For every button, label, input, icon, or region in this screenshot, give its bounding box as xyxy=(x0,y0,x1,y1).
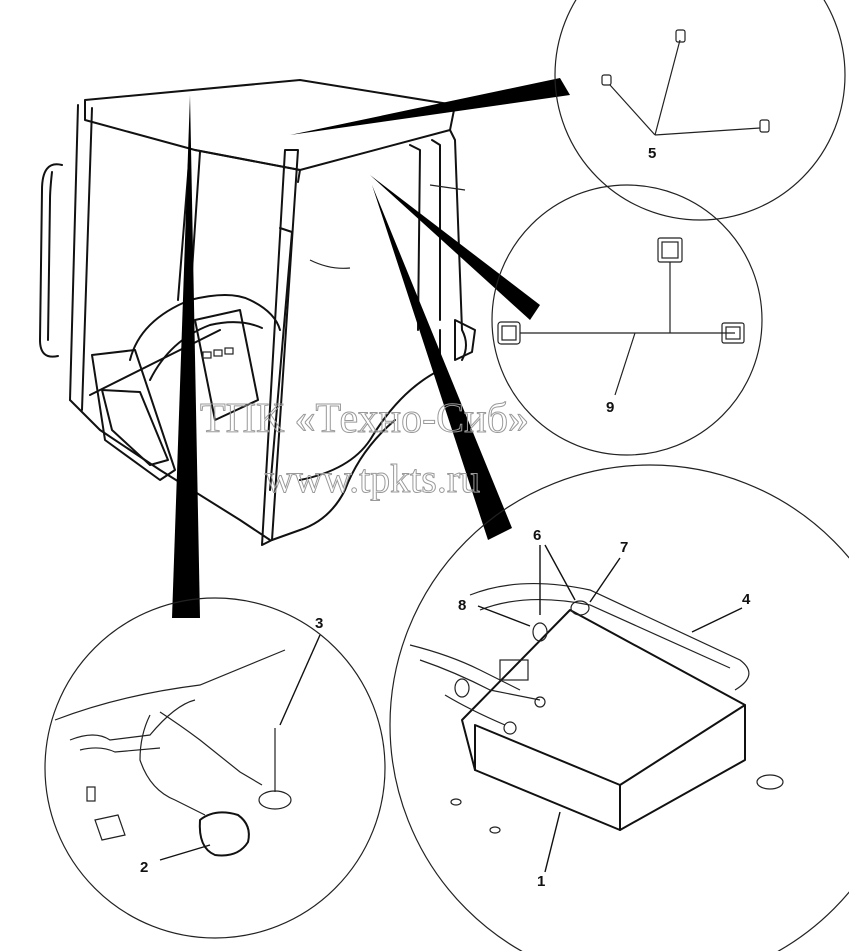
callout-6: 6 xyxy=(533,527,541,544)
pointer-wedge-detail-1 xyxy=(372,185,512,540)
callout-2: 2 xyxy=(140,859,148,876)
watermark-url: www.tpkts.ru xyxy=(265,456,480,501)
pointer-wedge-detail-2 xyxy=(172,95,200,618)
callout-1: 1 xyxy=(537,873,545,890)
antenna-terminal-b xyxy=(601,74,612,86)
callout-5: 5 xyxy=(648,145,656,162)
detail-view-9: 9 xyxy=(491,184,763,456)
antenna-base xyxy=(258,790,292,810)
boss-7 xyxy=(570,600,590,616)
operator-seat xyxy=(129,294,281,361)
detail-view-radio-unit: 6 7 8 4 1 xyxy=(389,464,849,951)
detail-circle-radio-unit xyxy=(389,464,849,951)
callout-4: 4 xyxy=(742,591,751,608)
detail-view-antenna: 3 2 xyxy=(44,597,386,939)
callout-7: 7 xyxy=(620,539,628,556)
callout-9: 9 xyxy=(606,399,614,416)
antenna-terminal-c xyxy=(759,119,770,133)
watermark-company: ТПК «Техно-Сиб» xyxy=(200,396,529,442)
callout-3: 3 xyxy=(315,615,323,632)
instrument-console xyxy=(194,309,259,421)
cab-frame xyxy=(39,79,476,546)
connector-top xyxy=(657,237,683,263)
connector-right xyxy=(721,322,745,344)
boss-8 xyxy=(532,622,548,642)
rear-handrail xyxy=(39,163,63,358)
side-panel xyxy=(91,349,176,481)
rear-left-pillar xyxy=(69,104,93,411)
detail-circle-antenna xyxy=(44,597,386,939)
callout-8: 8 xyxy=(458,597,466,614)
pointer-wedge-5 xyxy=(290,78,570,135)
cab-roof xyxy=(84,79,456,171)
detail-circle-9 xyxy=(491,184,763,456)
detail-circle-5 xyxy=(554,0,846,221)
detail-view-5: 5 xyxy=(554,0,846,221)
watermark: ТПК «Техно-Сиб» www.tpkts.ru xyxy=(200,396,530,502)
connector-left xyxy=(497,321,521,345)
antenna-terminal-a xyxy=(675,29,686,43)
gps-receiver xyxy=(198,811,250,857)
